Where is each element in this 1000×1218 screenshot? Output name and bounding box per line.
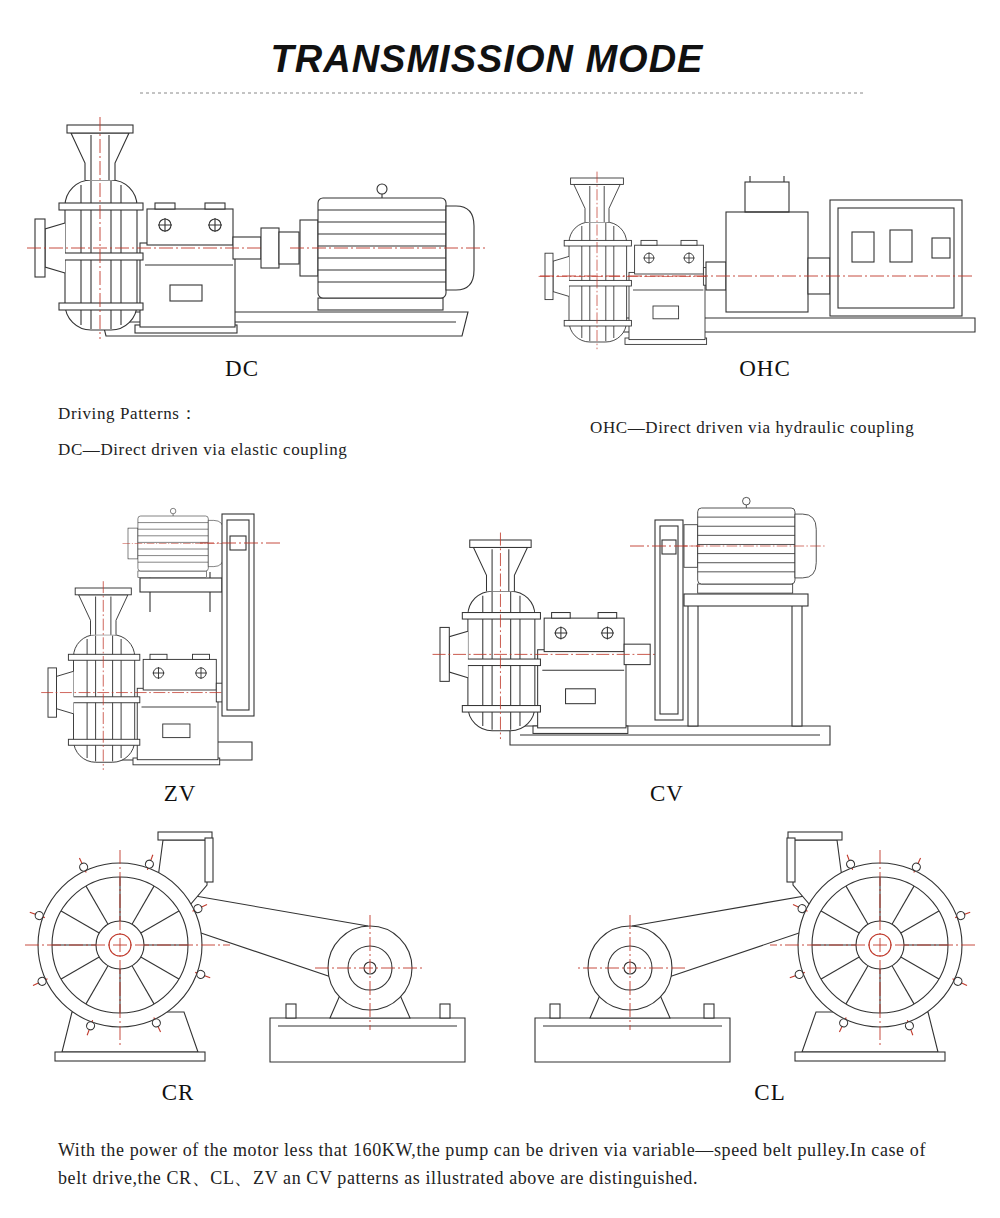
zv-drive-figure — [41, 508, 280, 770]
cl-drive-figure — [535, 832, 975, 1062]
figure-label: CL — [754, 1080, 785, 1106]
dc-drive-figure — [27, 117, 485, 339]
figure-label: CV — [650, 781, 684, 807]
caption-text: With the power of the motor less that 16… — [58, 1136, 948, 1192]
figure-label: CR — [162, 1080, 195, 1106]
cv-drive-figure — [433, 497, 830, 745]
figure-label: OHC — [739, 356, 791, 382]
figure-label: DC — [225, 356, 259, 382]
pattern-note: OHC—Direct driven via hydraulic coupling — [590, 418, 914, 438]
cr-drive-figure — [25, 832, 465, 1062]
page-title: TRANSMISSION MODE — [271, 38, 704, 81]
pattern-note: DC—Direct driven via elastic coupling — [58, 440, 347, 460]
section-note: Driving Patterns： — [58, 402, 197, 425]
title-rule — [140, 93, 865, 94]
ohc-drive-figure — [539, 172, 975, 350]
figure-label: ZV — [164, 781, 197, 807]
